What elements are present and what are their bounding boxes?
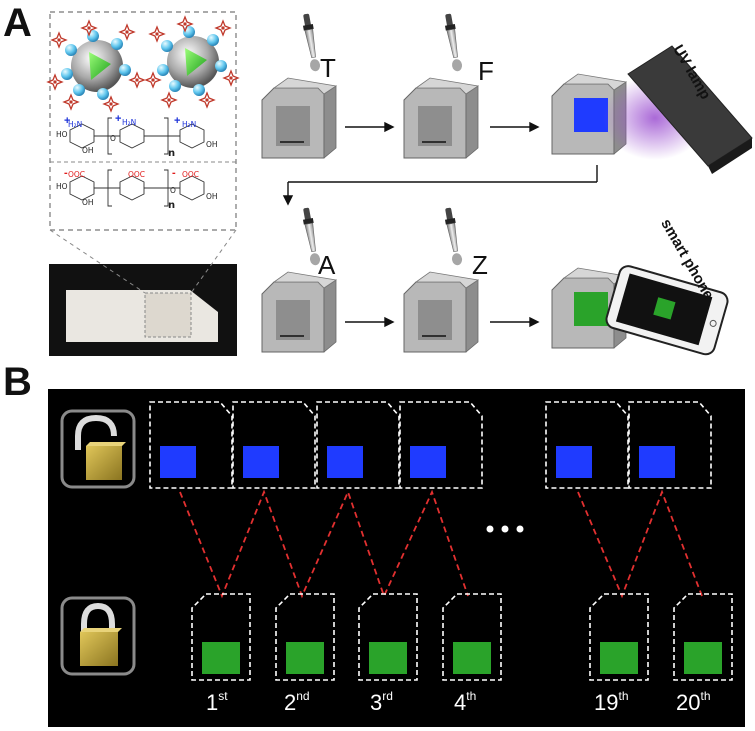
card-bottom-1 <box>191 593 251 681</box>
ordinal-3: 3rd <box>370 689 393 715</box>
panel-a-label: A <box>3 1 32 45</box>
card-top-2 <box>232 401 316 489</box>
step-label-t: T <box>320 53 336 83</box>
step-label-f: F <box>478 56 494 86</box>
ordinal-4: 4th <box>454 689 477 715</box>
chem-oh-3: OH <box>82 198 94 207</box>
pad-step-t <box>261 77 337 159</box>
ellipsis-dots <box>486 525 524 533</box>
svg-text:+: + <box>115 113 121 125</box>
svg-text:-: - <box>64 167 68 179</box>
chitosan-structure <box>69 117 205 155</box>
card-bottom-3 <box>358 593 418 681</box>
ordinal-1: 1st <box>206 689 228 715</box>
card-bottom-2 <box>275 593 335 681</box>
panel-b-label: B <box>3 360 32 404</box>
chem-amine-2: H₂N <box>122 118 137 127</box>
chem-amine-3: H₂N <box>182 120 197 129</box>
chem-carboxyl-3: OOC <box>182 170 200 179</box>
ordinal-19: 19th <box>594 689 629 715</box>
chem-carboxyl-1: OOC <box>68 170 86 179</box>
unlocked-padlock-icon <box>60 409 136 489</box>
chem-ho-2: HO <box>56 182 68 191</box>
chem-o-1: O <box>110 134 116 143</box>
chem-o-2: O <box>170 186 176 195</box>
step-label-z: Z <box>472 250 488 280</box>
step-label-a: A <box>318 250 336 280</box>
pad-step-f <box>403 77 479 159</box>
chem-oh-4: OH <box>206 192 218 201</box>
pad-step-a <box>261 271 337 353</box>
smart-phone <box>605 265 729 356</box>
card-bottom-19 <box>589 593 649 681</box>
uv-lamp <box>627 45 753 174</box>
pad-step-uv <box>551 73 627 155</box>
chem-carboxyl-2: OOC <box>128 170 146 179</box>
ordinal-2: 2nd <box>284 689 310 715</box>
svg-text:-: - <box>172 167 176 179</box>
ordinal-20: 20th <box>676 689 711 715</box>
chem-oh-1: OH <box>82 146 94 155</box>
svg-text:+: + <box>174 115 180 127</box>
svg-text:+: + <box>64 115 70 127</box>
locked-padlock-icon <box>60 596 136 676</box>
chem-repeat-n-1: n <box>168 148 176 159</box>
chem-amine-1: H₂N <box>68 120 83 129</box>
card-top-19 <box>545 401 629 489</box>
card-top-4 <box>399 401 483 489</box>
card-top-3 <box>316 401 400 489</box>
pad-step-phone <box>551 267 627 349</box>
chem-oh-2: OH <box>206 140 218 149</box>
card-bottom-4 <box>442 593 502 681</box>
card-top-1 <box>149 401 233 489</box>
pad-step-z <box>403 271 479 353</box>
zigzag-connections <box>179 489 703 599</box>
card-bottom-20 <box>673 593 733 681</box>
card-top-20 <box>628 401 712 489</box>
chem-ho-1: HO <box>56 130 68 139</box>
alginate-structure <box>69 169 205 207</box>
chem-repeat-n-2: n <box>168 200 176 211</box>
panel-a-graphics: + + + - - <box>47 11 753 356</box>
